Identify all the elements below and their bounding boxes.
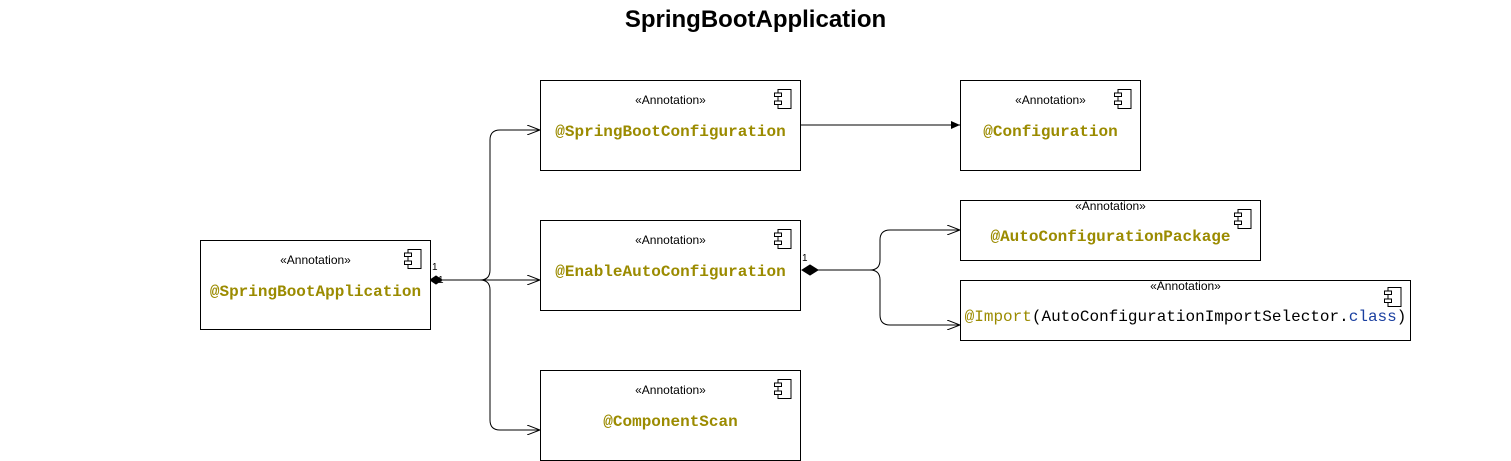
node-spring-boot-application[interactable]: «Annotation» @SpringBootApplication [200, 240, 431, 330]
edge-to-import [818, 269, 960, 325]
import-annotation: @Import [964, 308, 1032, 326]
node-name: @Import(AutoConfigurationImportSelector.… [961, 308, 1410, 326]
node-name: @SpringBootConfiguration [555, 123, 786, 141]
enable-diamond [801, 264, 819, 276]
stereotype-label: «Annotation» [280, 253, 351, 267]
node-component-scan[interactable]: «Annotation» @ComponentScan [540, 370, 801, 461]
component-icon [1114, 89, 1132, 109]
component-icon [1384, 287, 1402, 307]
node-spring-boot-configuration[interactable]: «Annotation» @SpringBootConfiguration [540, 80, 801, 171]
component-icon [774, 89, 792, 109]
multiplicity-source-2: 1 [438, 275, 444, 286]
node-auto-configuration-package[interactable]: «Annotation» @AutoConfigurationPackage [960, 199, 1261, 261]
edge-to-autoconfigurationpackage [818, 230, 960, 271]
edge-to-springbootconfiguration [440, 130, 540, 281]
import-close-paren: ) [1396, 308, 1407, 326]
stereotype-label: «Annotation» [635, 93, 706, 107]
import-dot: . [1339, 308, 1349, 326]
node-name: @Configuration [983, 123, 1118, 141]
node-name: @ComponentScan [603, 413, 738, 431]
stereotype-label: «Annotation» [635, 383, 706, 397]
diagram-title: SpringBootApplication [624, 6, 887, 33]
stereotype-label: «Annotation» [1150, 279, 1221, 293]
stereotype-label: «Annotation» [1015, 93, 1086, 107]
component-icon [1234, 209, 1252, 229]
stereotype-label: «Annotation» [635, 233, 706, 247]
import-argument: AutoConfigurationImportSelector [1041, 308, 1340, 326]
component-icon [774, 379, 792, 399]
multiplicity-source-1: 1 [432, 262, 438, 273]
stereotype-label: «Annotation» [1075, 199, 1146, 213]
node-configuration[interactable]: «Annotation» @Configuration [960, 80, 1141, 171]
import-open-paren: ( [1031, 308, 1042, 326]
multiplicity-enable-auto: 1 [802, 253, 808, 264]
node-name: @AutoConfigurationPackage [990, 228, 1231, 246]
node-enable-auto-configuration[interactable]: «Annotation» @EnableAutoConfiguration [540, 220, 801, 311]
component-icon [774, 229, 792, 249]
source-diamond [429, 275, 443, 285]
node-import[interactable]: «Annotation» @Import(AutoConfigurationIm… [960, 279, 1411, 341]
component-icon [404, 249, 422, 269]
node-name: @SpringBootApplication [209, 283, 422, 301]
import-keyword: class [1348, 308, 1397, 326]
node-name: @EnableAutoConfiguration [555, 263, 786, 281]
edge-to-componentscan [440, 279, 540, 430]
